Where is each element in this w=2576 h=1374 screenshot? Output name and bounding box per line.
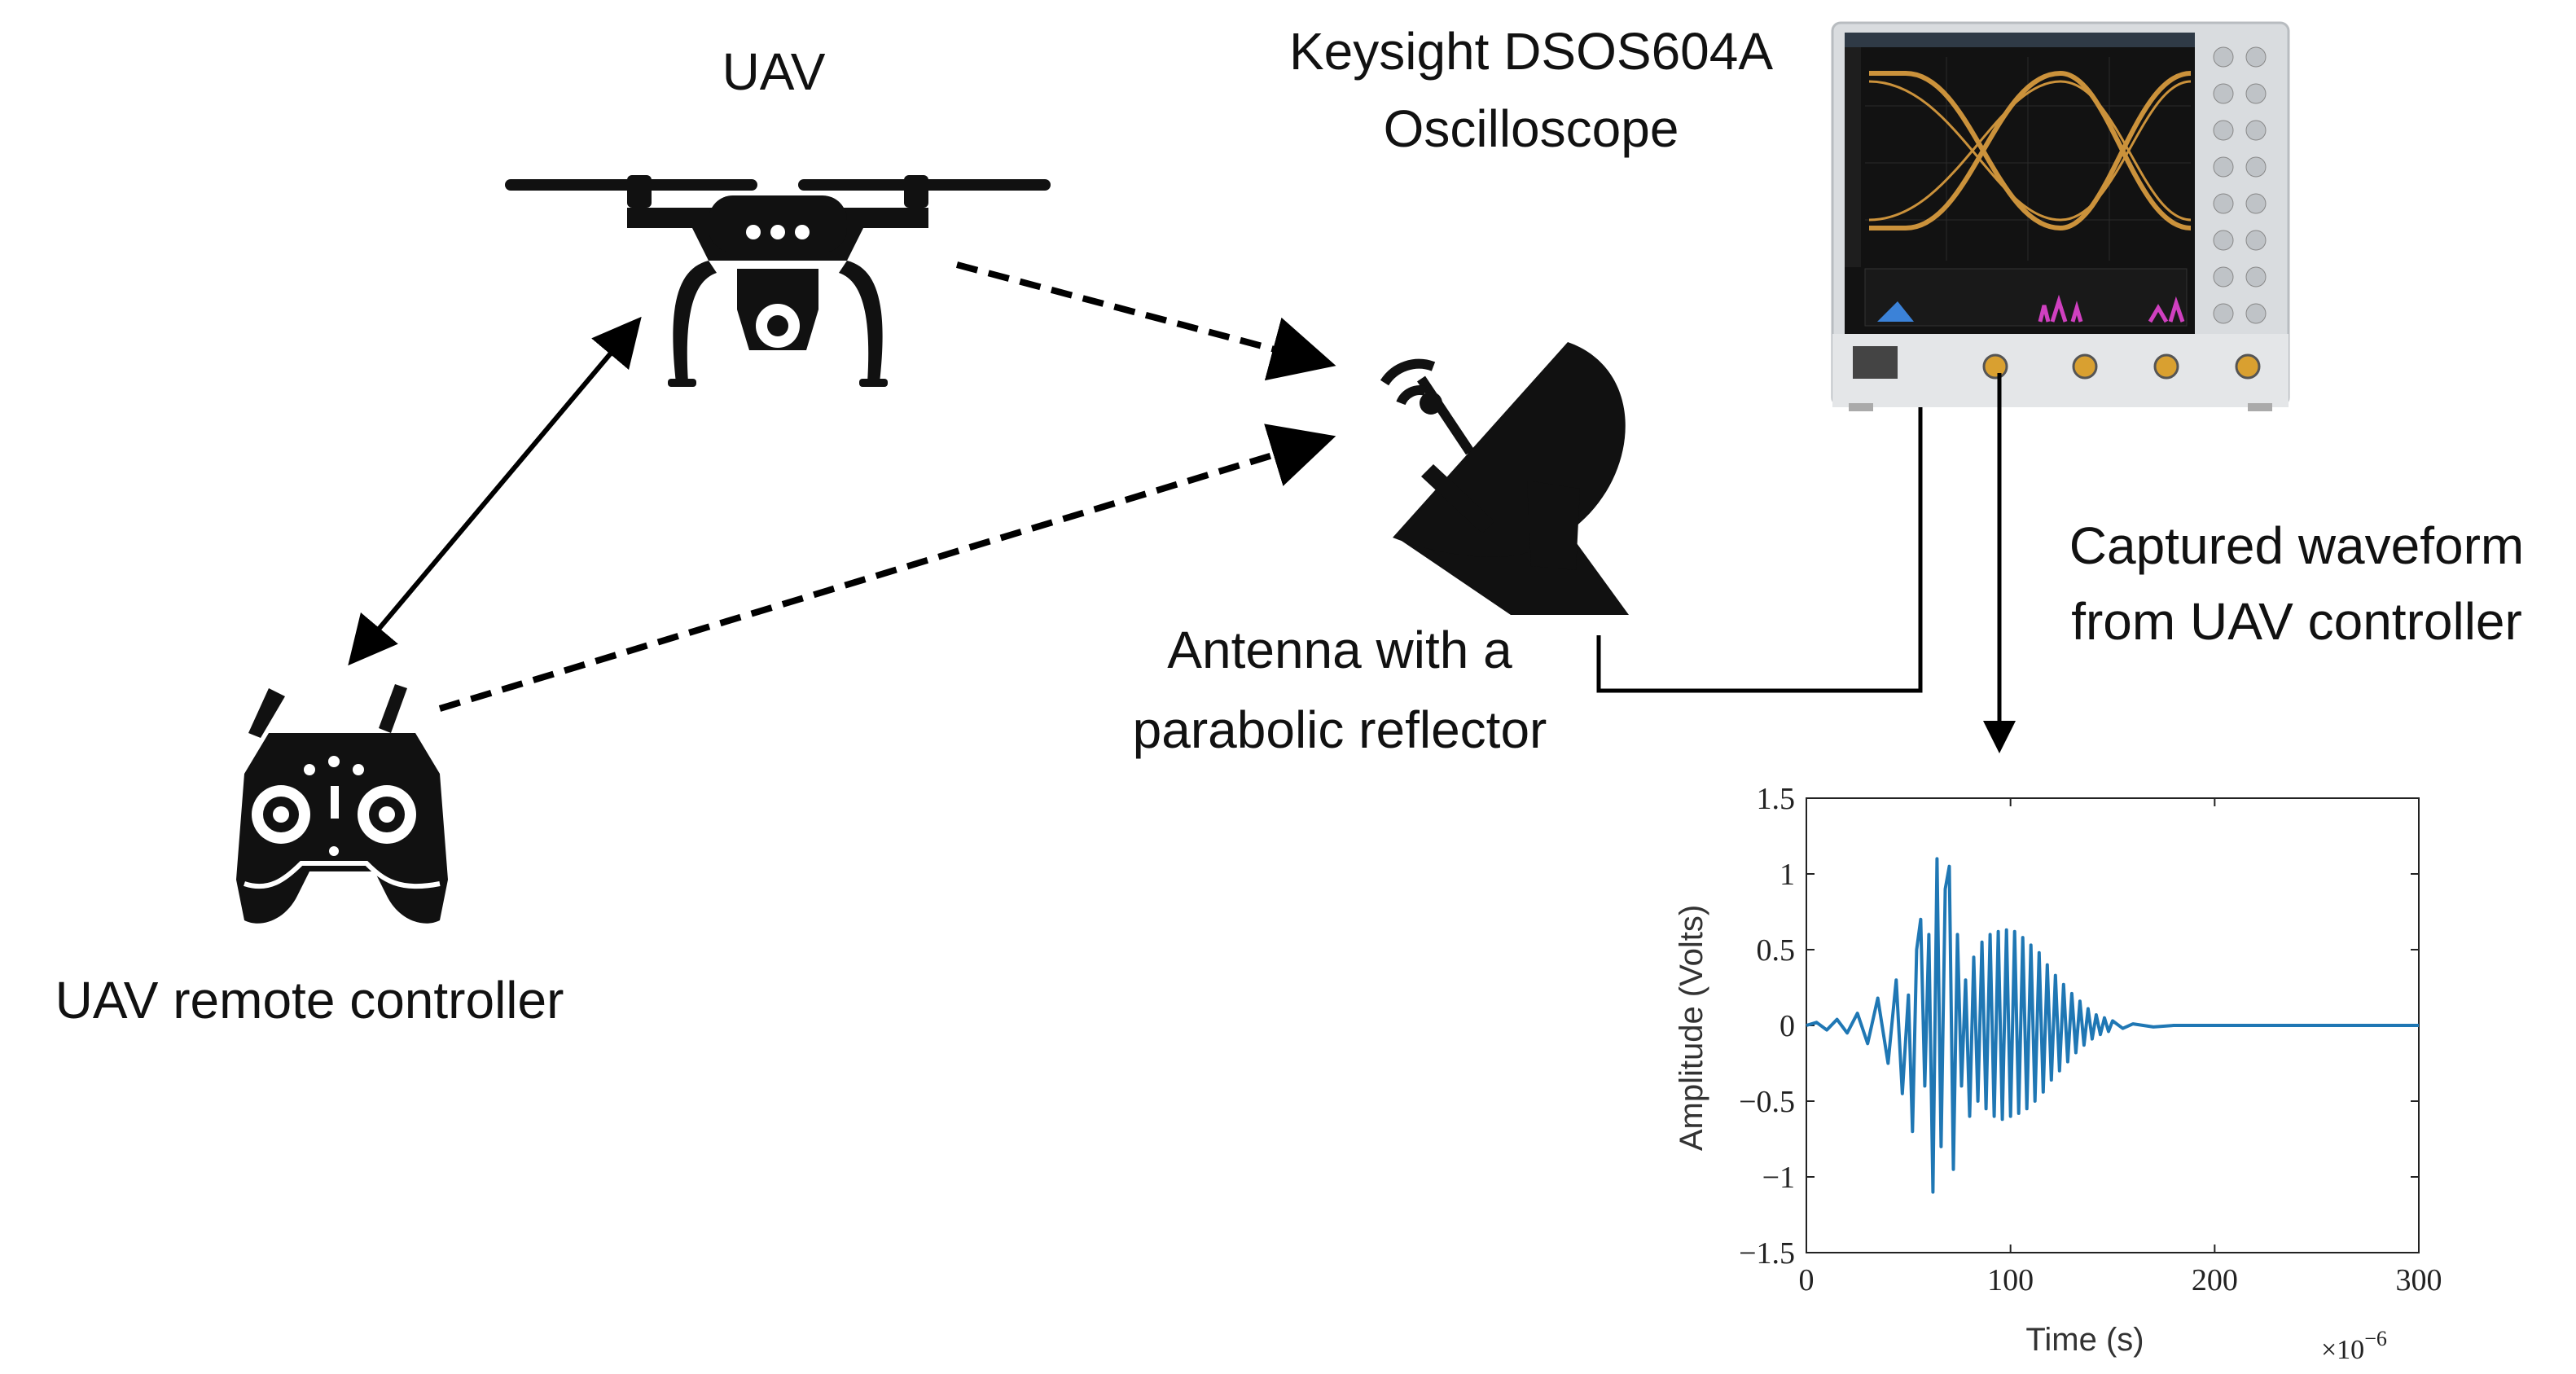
oscilloscope-label-line2: Oscilloscope [1384, 99, 1679, 158]
axis-ticks: 0 100 200 300 1.5 1 0.5 0 −0.5 −1 −1.5 [1739, 782, 2442, 1297]
waveform-chart: 0 100 200 300 1.5 1 0.5 0 −0.5 −1 −1.5 Time (s) Am… [1674, 782, 2442, 1365]
x-tick-label: 0 [1799, 1263, 1815, 1297]
y-tick-label: 1 [1780, 858, 1795, 892]
remote-controller-icon [236, 684, 448, 924]
remote-to-antenna-arrow [438, 424, 1336, 712]
y-tick-label: 0 [1780, 1009, 1795, 1043]
y-tick-label: 0.5 [1757, 933, 1796, 968]
uav-to-antenna-arrow [955, 261, 1336, 381]
uav-label: UAV [722, 42, 826, 101]
remote-controller-label: UAV remote controller [55, 971, 564, 1029]
antenna-label-line2: parabolic reflector [1133, 700, 1547, 759]
x-tick-label: 100 [1987, 1263, 2034, 1297]
y-tick-label: −1 [1762, 1161, 1795, 1195]
satellite-dish-icon [1380, 342, 1629, 615]
x-axis-multiplier: ×10−6 [2321, 1327, 2387, 1365]
oscilloscope-image [1831, 21, 2290, 411]
y-axis-label: Amplitude (Volts) [1674, 905, 1709, 1151]
uav-remote-link-arrow [348, 316, 642, 666]
waveform-label-line2: from UAV controller [2071, 592, 2522, 651]
waveform-label-line1: Captured waveform [2069, 516, 2524, 575]
antenna-label-line1: Antenna with a [1167, 621, 1512, 679]
x-axis-label: Time (s) [2025, 1322, 2144, 1358]
waveform-series-line [1806, 857, 2419, 1194]
antenna-scope-cable [1596, 407, 1923, 693]
y-tick-label: −1.5 [1739, 1236, 1795, 1271]
y-tick-label: −0.5 [1739, 1085, 1795, 1119]
oscilloscope-label-line1: Keysight DSOS604A [1289, 22, 1773, 81]
x-tick-label: 200 [2192, 1263, 2238, 1297]
y-tick-label: 1.5 [1757, 782, 1796, 816]
x-tick-label: 300 [2396, 1263, 2442, 1297]
drone-icon [505, 175, 1051, 387]
